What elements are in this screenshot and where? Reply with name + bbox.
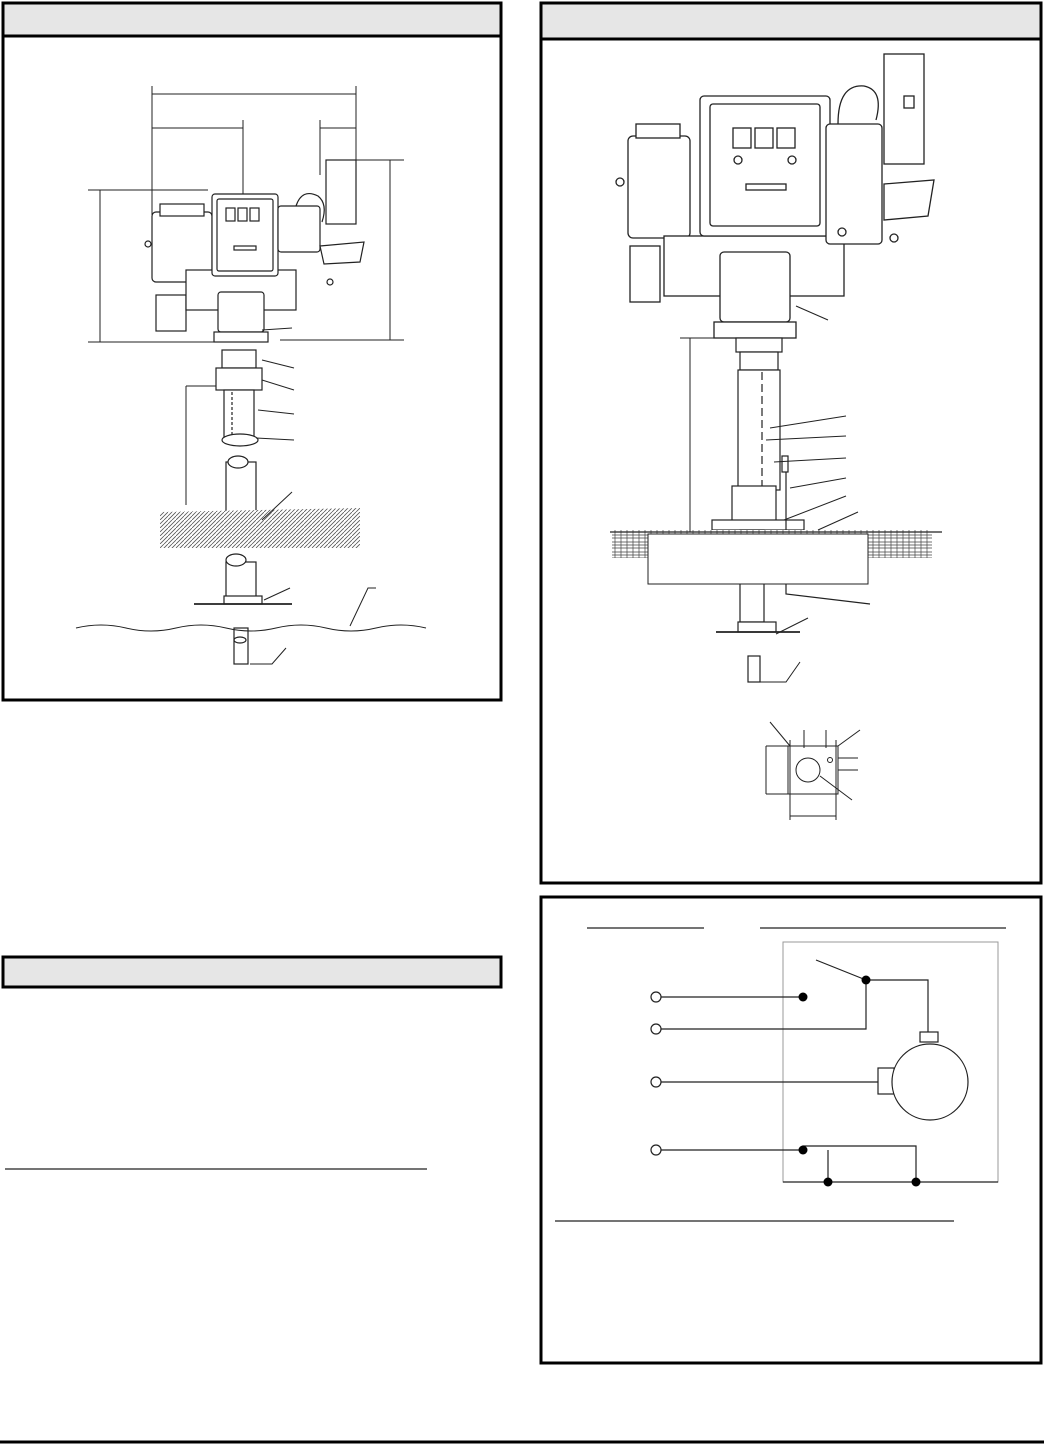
panel-left-top-header — [1, 1, 503, 38]
terminal-icon — [650, 991, 662, 1156]
ground-surface — [610, 530, 942, 633]
motor-icon — [877, 1031, 969, 1121]
panel-right-top-header — [539, 1, 1043, 41]
switch-icon — [815, 959, 867, 981]
leader-lines — [250, 327, 376, 665]
dimension-lines — [680, 337, 734, 532]
dimension-lines — [88, 86, 404, 505]
mounting-detail — [765, 721, 861, 820]
panel-left-bar — [1, 955, 503, 1170]
liquid-level — [75, 624, 427, 632]
riser-fittings — [711, 337, 871, 683]
pump-icon — [615, 53, 935, 339]
ground-surface — [160, 508, 360, 548]
panel-right-top — [539, 1, 1043, 885]
riser-fittings — [215, 349, 263, 665]
panel-right-bottom — [539, 895, 1043, 1365]
panel-left-top — [1, 1, 503, 702]
leader-lines — [760, 305, 859, 683]
pump-icon — [144, 159, 365, 343]
